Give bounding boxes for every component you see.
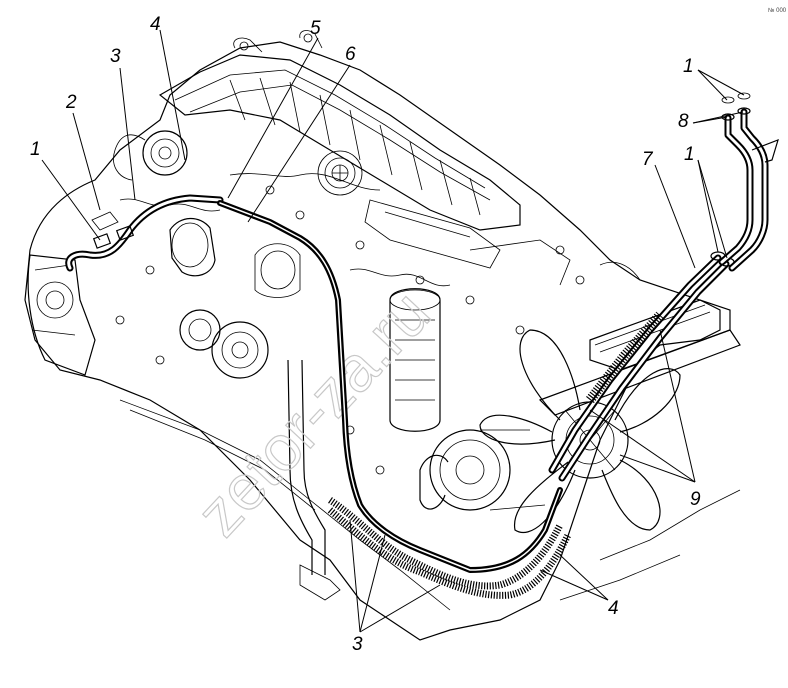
engine-linework xyxy=(24,30,741,641)
pipe-cap-1 xyxy=(721,96,735,104)
callout-labels: 1 2 3 4 5 6 1 8 7 1 9 4 3 xyxy=(30,14,701,655)
callout-4-bottom: 4 xyxy=(608,598,619,619)
hose-lines xyxy=(65,194,735,599)
callout-1-right: 1 xyxy=(684,144,695,165)
callout-9: 9 xyxy=(690,489,701,510)
callout-6: 6 xyxy=(345,44,356,65)
steel-pipes xyxy=(718,92,779,272)
callout-8: 8 xyxy=(678,111,689,132)
left-fittings xyxy=(91,211,135,249)
callout-2: 2 xyxy=(65,92,77,113)
callout-4-top: 4 xyxy=(150,14,161,35)
callout-5: 5 xyxy=(310,18,321,39)
leader-lines xyxy=(41,29,745,633)
callout-7: 7 xyxy=(642,149,654,170)
corrugated-hose-inner xyxy=(327,507,572,599)
crank-pulley xyxy=(419,429,546,511)
corner-tag: № 000 xyxy=(768,7,787,14)
callout-3-top: 3 xyxy=(110,46,121,67)
corrugated-hose-outer xyxy=(328,497,564,590)
bolt-heads xyxy=(115,185,585,475)
pipe-cap-2 xyxy=(737,92,751,100)
callout-1-left: 1 xyxy=(30,139,41,160)
callout-3-bottom: 3 xyxy=(352,634,363,655)
callout-1-top-right: 1 xyxy=(683,56,694,77)
cooling-fan xyxy=(479,329,681,534)
